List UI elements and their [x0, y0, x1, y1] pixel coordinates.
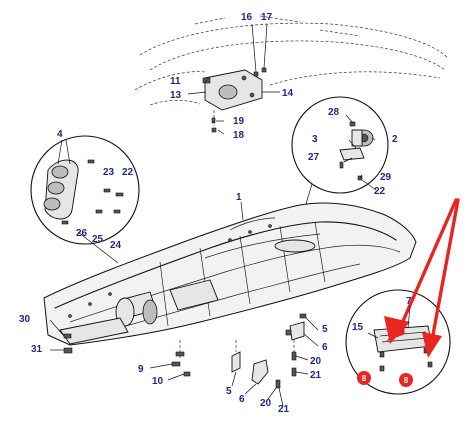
- screw-part-10: [183, 371, 191, 377]
- nut-part-17: [261, 67, 267, 73]
- callout-30: 30: [19, 314, 31, 325]
- nut-part-16: [253, 71, 259, 77]
- callout-1: 1: [236, 192, 242, 203]
- bracket-part-3: [339, 147, 365, 161]
- callout-11: 11: [170, 76, 181, 87]
- highlight-arrows: [384, 198, 460, 358]
- screw-part-19: [211, 117, 216, 124]
- callout-labels: 1 2 3 4 5 5 6 6 7 9 10 11 13 14 15 16 17…: [19, 12, 412, 415]
- callout-21-lower: 21: [278, 404, 290, 415]
- top-housing-assembly: [134, 15, 449, 133]
- callout-20-upper: 20: [310, 356, 322, 367]
- leader-lines: [49, 23, 411, 407]
- screw-part-20-upper: [291, 351, 297, 361]
- badge-8-right: 8: [399, 373, 413, 387]
- right-detail-circle: [291, 96, 389, 251]
- callout-3: 3: [312, 134, 318, 145]
- callout-22-right: 22: [374, 186, 386, 197]
- callout-27: 27: [308, 152, 320, 163]
- callout-28: 28: [328, 107, 340, 118]
- clip-part-5-lower: [231, 351, 241, 373]
- callout-22-left: 22: [122, 167, 134, 178]
- badge-8-left-label: 8: [362, 374, 367, 383]
- callout-29: 29: [380, 172, 392, 183]
- callout-31: 31: [31, 344, 43, 355]
- callout-9: 9: [138, 364, 144, 375]
- main-roof-panel: [43, 202, 417, 346]
- callout-21-upper: 21: [310, 370, 322, 381]
- callout-6-lower: 6: [239, 394, 245, 405]
- callout-7: 7: [406, 296, 412, 307]
- callout-13: 13: [170, 90, 182, 101]
- screw-part-30: [63, 333, 72, 339]
- screw-part-21-lower: [275, 379, 281, 389]
- callout-26: 26: [76, 228, 88, 239]
- screw-part-21-upper: [291, 367, 297, 377]
- left-detail-circle: [30, 135, 140, 264]
- callout-24: 24: [110, 240, 122, 251]
- grommet-part-9: [171, 361, 181, 367]
- callout-17: 17: [261, 12, 273, 23]
- bracket-part-6-lower: [251, 359, 269, 385]
- callout-2: 2: [392, 134, 398, 145]
- callout-23: 23: [103, 167, 115, 178]
- callout-4: 4: [57, 129, 63, 140]
- bracket-hole: [218, 84, 238, 100]
- callout-20-lower: 20: [260, 398, 272, 409]
- screw-part-18: [211, 127, 217, 133]
- bracket-part-6-upper: [289, 321, 305, 341]
- callout-25: 25: [92, 234, 104, 245]
- callout-5-upper: 5: [322, 324, 328, 335]
- callout-5-lower: 5: [226, 386, 232, 397]
- vent-center: [142, 299, 158, 325]
- callout-10: 10: [152, 376, 164, 387]
- callout-6-upper: 6: [322, 342, 328, 353]
- callout-18: 18: [233, 130, 245, 141]
- badge-8-left: 8: [357, 371, 371, 385]
- clip-part-31: [63, 347, 73, 354]
- callout-14: 14: [282, 88, 294, 99]
- clip-part-5-upper: [299, 313, 307, 319]
- callout-15: 15: [352, 322, 364, 333]
- callout-16: 16: [241, 12, 253, 23]
- callout-19: 19: [233, 116, 245, 127]
- badge-8-right-label: 8: [404, 376, 409, 385]
